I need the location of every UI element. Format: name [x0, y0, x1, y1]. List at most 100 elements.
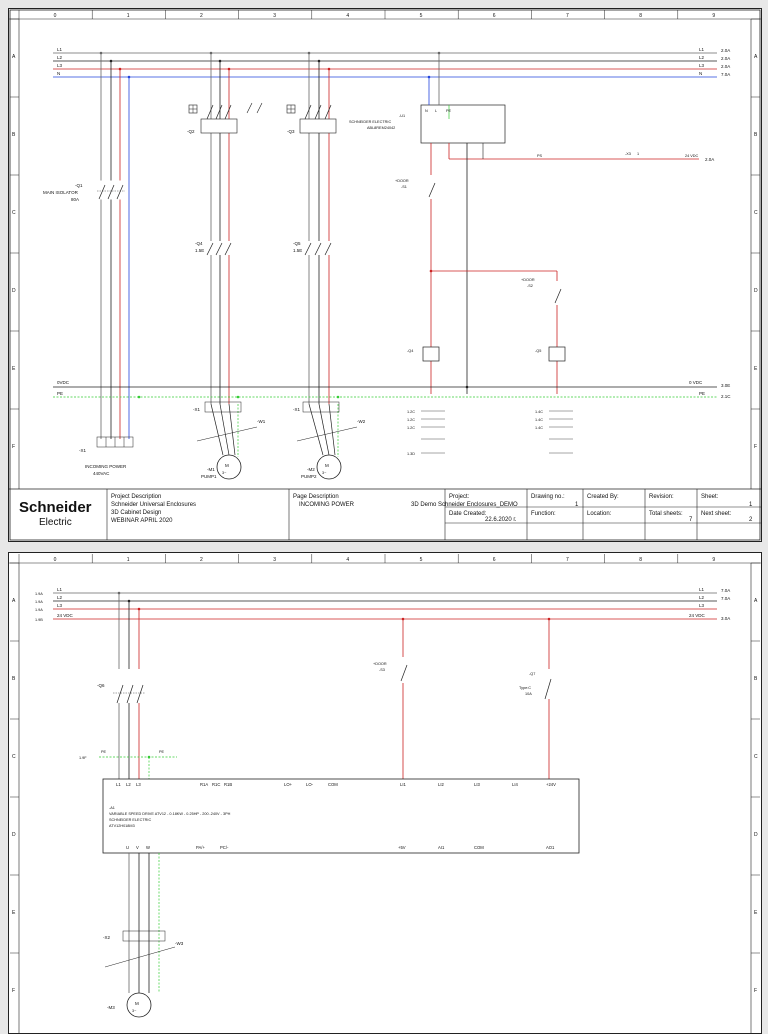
column-marker-6: 6	[493, 557, 496, 563]
x3-pin: 1	[637, 152, 639, 156]
coil-q5: -Q5	[535, 349, 541, 353]
x2-terminal: -X2	[103, 935, 111, 940]
q1-rating: 80A	[71, 197, 79, 202]
incoming-feed	[96, 51, 131, 439]
pe-in-ref: 1.9F	[79, 756, 87, 760]
bus-label-L1: L1	[57, 47, 63, 52]
bus-right-L2: L2	[699, 55, 705, 60]
drive-feed	[99, 591, 555, 779]
q7-rating: 10A	[525, 692, 532, 696]
drive-desc1: VARIABLE SPEED DRIVE ATV12 - 0.18KW - 0.…	[109, 812, 231, 816]
svg-text:1.2C: 1.2C	[407, 410, 415, 414]
s2-bus-label-24vdc: 24 VDC	[57, 613, 74, 618]
drive-terminal-top: LO-	[306, 782, 314, 787]
tb-drawing-no: 1	[575, 502, 579, 508]
q3-tag: -Q3	[287, 129, 295, 134]
drive-terminal-bottom: AI1	[438, 845, 445, 850]
column-marker-0: 0	[54, 13, 57, 19]
tb-sheet: 1	[749, 502, 753, 508]
s2-bus-right-L3: L3	[699, 603, 705, 608]
x1-terminal: -X1	[79, 448, 87, 453]
row-marker-right-F: F	[754, 988, 757, 994]
pe-in-label: PE	[101, 750, 107, 754]
drive-terminal-bottom: +5V	[398, 845, 406, 850]
tb-project-label: Project:	[449, 494, 470, 500]
tb-function-label: Function:	[531, 511, 556, 517]
drive-terminal-top: +24V	[546, 782, 556, 787]
drive-terminal-top: R1B	[224, 782, 232, 787]
row-marker-left-C: C	[12, 210, 16, 216]
contact-list-q4: 1.2C 1.2C 1.2C 1.3D	[407, 410, 445, 456]
row-marker-left-E: E	[12, 910, 16, 916]
rail-pe-right: PE	[699, 391, 705, 396]
q5-ref: 1.5E	[293, 248, 302, 253]
s2-bus-ref-24vdc: 3.0A	[721, 616, 730, 621]
tb-next-sheet-label: Next sheet:	[701, 511, 732, 517]
tb-project-desc-3: WEBINAR APRIL 2020	[111, 518, 173, 524]
column-marker-8: 8	[639, 557, 642, 563]
door2-id: -S2	[527, 284, 533, 288]
column-marker-1: 1	[127, 557, 130, 563]
row-marker-right-C: C	[754, 210, 758, 216]
s2-bus-right-L1: L1	[699, 587, 705, 592]
door1-tag: +DOOR	[395, 179, 409, 183]
psu-term-l: L	[435, 109, 437, 113]
x1-terminal-m1: -X1	[193, 407, 201, 412]
bus-label-L2: L2	[57, 55, 63, 60]
svg-text:3~: 3~	[322, 471, 327, 475]
svg-text:1.4C: 1.4C	[535, 426, 543, 430]
m1-name: PUMP1	[201, 474, 217, 479]
drive-terminal-top: LI2	[438, 782, 444, 787]
dc-ref: 2.0A	[705, 157, 714, 162]
tb-page-desc-label: Page Description	[293, 494, 339, 500]
bus-ref-L1: 2.0A	[721, 48, 730, 53]
psu-tag: -U1	[399, 114, 405, 118]
drive-a1	[102, 778, 580, 854]
m3-tag: -M3	[107, 1005, 115, 1010]
row-marker-right-A: A	[754, 598, 758, 604]
s2-ref-L1: 1.9A	[35, 592, 43, 596]
coil-q4: -Q4	[407, 349, 413, 353]
drive-terminal-bottom: U	[126, 845, 129, 850]
title-block	[9, 488, 761, 540]
w1-cable: -W1	[257, 419, 266, 424]
row-marker-right-E: E	[754, 910, 758, 916]
tb-project: 3D Demo Schneider Enclosures_DEMO	[411, 502, 518, 508]
drive-desc2: SCHNEIDER ELECTRIC	[109, 818, 151, 822]
svg-text:3~: 3~	[132, 1009, 137, 1013]
column-marker-2: 2	[200, 557, 203, 563]
column-marker-9: 9	[712, 13, 715, 19]
tb-date: 22.6.2020 г.	[485, 517, 517, 523]
column-marker-6: 6	[493, 13, 496, 19]
row-marker-left-B: B	[12, 676, 16, 682]
s2-bus-label-L2: L2	[57, 595, 63, 600]
drive-terminal-top: L3	[136, 782, 141, 787]
row-marker-left-D: D	[12, 288, 16, 294]
rail-pe-ref: 2.1C	[721, 394, 731, 399]
tb-project-desc-1: Schneider Universal Enclosures	[111, 502, 196, 508]
rail-pe-label: PE	[57, 391, 63, 396]
contact-list-q5: 1.4C 1.4C 1.4C	[535, 410, 573, 454]
tb-project-desc-2: 3D Cabinet Design	[111, 510, 161, 516]
m2-tag: -M2	[307, 467, 315, 472]
q6-tag: -Q6	[97, 683, 105, 688]
bus-ref-L2: 2.0A	[721, 56, 730, 61]
drive-tag: -A1	[109, 806, 115, 810]
column-marker-4: 4	[346, 557, 349, 563]
row-marker-left-D: D	[12, 832, 16, 838]
rail-0vdc-ref: 3.0E	[721, 383, 730, 388]
dc-wire-label: PS	[537, 154, 543, 158]
column-marker-7: 7	[566, 557, 569, 563]
door3-tag: +DOOR	[373, 662, 387, 666]
column-marker-8: 8	[639, 13, 642, 19]
q5-tag: -Q5	[293, 241, 301, 246]
drive-terminal-top: L1	[116, 782, 121, 787]
svg-text:1.2C: 1.2C	[407, 426, 415, 430]
bus-right-L3: L3	[699, 63, 705, 68]
drive-terminal-top: COM	[328, 782, 338, 787]
svg-text:M: M	[135, 1001, 139, 1006]
psu-maker: SCHNEIDER ELECTRIC	[349, 120, 391, 124]
